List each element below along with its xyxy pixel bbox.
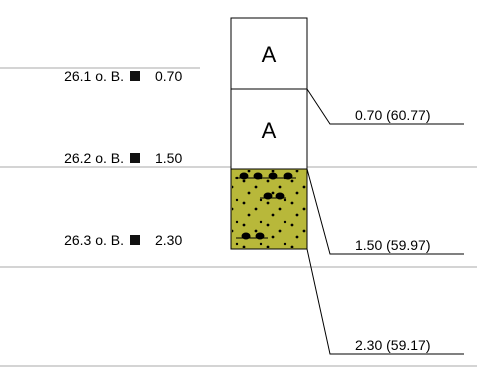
sample-2: 26.2 o. B. 1.50: [64, 150, 182, 166]
sample-3-depth: 2.30: [155, 232, 182, 248]
boundary-1-label: 0.70 (60.77): [355, 107, 431, 123]
sample-2-id: 26.2 o. B.: [64, 150, 124, 166]
boundary-2-leader: [306, 168, 464, 255]
boundary-1: 0.70 (60.77): [306, 88, 464, 125]
borehole-column: A A: [230, 17, 308, 250]
sample-3-id: 26.3 o. B.: [64, 232, 124, 248]
boundary-3: 2.30 (59.17): [306, 248, 464, 355]
layer-1: [230, 17, 308, 90]
layer-2-code: A: [262, 118, 277, 143]
boundary-2-label: 1.50 (59.97): [355, 237, 431, 253]
sample-1-id: 26.1 o. B.: [64, 68, 124, 84]
boundary-1-leader: [306, 88, 464, 125]
sample-2-depth: 1.50: [155, 150, 182, 166]
boundary-2: 1.50 (59.97): [306, 168, 464, 255]
sample-1-depth: 0.70: [155, 68, 182, 84]
boundary-3-leader: [306, 248, 464, 355]
boulder-symbols: [235, 172, 296, 240]
sample-3: 26.3 o. B. 2.30: [64, 232, 182, 248]
sample-3-marker: [130, 235, 140, 245]
sample-1: 26.1 o. B. 0.70: [64, 68, 182, 84]
layer-1-code: A: [262, 42, 277, 67]
sample-1-marker: [130, 71, 140, 81]
boundary-3-label: 2.30 (59.17): [355, 337, 431, 353]
sample-2-marker: [130, 153, 140, 163]
